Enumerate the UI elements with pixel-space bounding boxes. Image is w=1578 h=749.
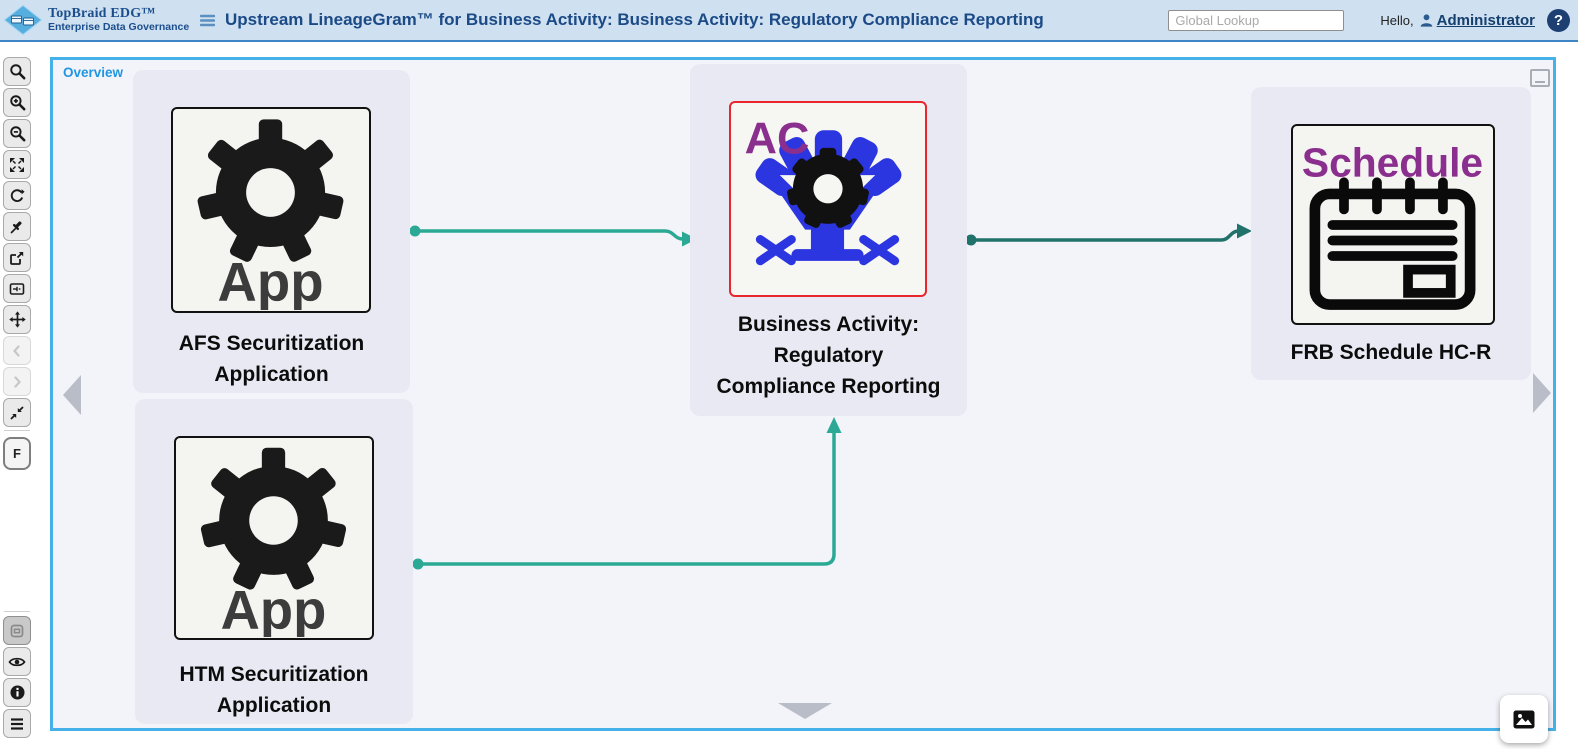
logo-title: TopBraid EDG™ [48,6,156,22]
lineage-canvas[interactable]: Overview [50,57,1556,743]
info-icon [9,685,25,700]
lineage-overview-icon [9,282,25,295]
history-forward-button[interactable] [3,367,31,396]
zoom-in-icon [9,95,25,111]
node-label: FRB Schedule HC-R [1290,341,1492,364]
search-icon [9,64,25,80]
node-business-activity-regulatory-compliance-reporting[interactable]: AC Business Activity: Regulatory Complia… [690,64,967,416]
scroll-down-arrow[interactable] [778,703,832,719]
chevron-left-icon [13,344,20,357]
open-external-button[interactable] [3,243,31,272]
refresh-icon [10,188,25,202]
fit-to-screen-button[interactable] [3,150,31,179]
node-afs-securitization-application[interactable]: App AFS Securitization Application [133,70,410,393]
minimize-overview-button[interactable] [1530,69,1550,87]
pin-button[interactable] [3,212,31,241]
scroll-left-arrow[interactable] [63,375,81,415]
filter-button[interactable]: F [3,437,31,470]
page-title: Upstream LineageGram™ for Business Activ… [225,10,1044,29]
business-activity-icon: AC [729,101,927,297]
greeting-text: Hello, [1380,12,1414,28]
node-frb-schedule-hc-r[interactable]: Schedule FRB Schedule HC-R [1251,87,1531,380]
application-icon: App [174,436,374,640]
visibility-button[interactable] [3,647,31,676]
square-in-square-icon [10,624,24,637]
toolbar-divider [4,611,30,612]
schedule-icon-text: Schedule [1302,139,1483,185]
display-mode-button[interactable] [3,616,31,645]
pin-icon [10,220,22,233]
overview-label: Overview [63,65,124,80]
node-label: HTM Securitization Application [179,663,369,717]
user-link[interactable]: Administrator [1419,12,1535,29]
menu-icon[interactable] [200,14,215,27]
image-icon [1513,710,1535,728]
hamburger-icon [11,717,23,730]
collapse-button[interactable] [3,398,31,427]
schedule-icon: Schedule [1291,124,1495,325]
topbraid-diamond-icon [4,5,42,35]
logo-subtitle: Enterprise Data Governance [48,20,190,33]
node-label: AFS Securitization Application [178,332,365,386]
app-icon-text: App [221,579,327,637]
global-lookup-input[interactable] [1168,9,1345,31]
zoom-out-button[interactable] [3,119,31,148]
toolbar-divider [4,430,30,431]
search-button[interactable] [3,57,31,86]
eye-icon [8,657,26,666]
diagram-toolbar-bottom [3,608,33,740]
help-button[interactable]: ? [1547,8,1570,32]
export-image-button[interactable] [1500,695,1548,743]
username: Administrator [1436,11,1535,29]
options-menu-button[interactable] [3,709,31,738]
user-icon [1420,13,1432,27]
refresh-button[interactable] [3,181,31,210]
topbraid-logo[interactable]: TopBraid EDG™ Enterprise Data Governance [0,5,192,35]
node-htm-securitization-application[interactable]: App HTM Securitization Application [135,399,413,724]
move-icon [8,311,26,328]
external-link-icon [10,251,24,265]
ac-icon-text: AC [745,114,810,164]
diagram-toolbar: F [3,57,33,472]
app-header: TopBraid EDG™ Enterprise Data Governance… [0,0,1578,42]
node-label: Business Activity: Regulatory Compliance… [716,313,941,398]
zoom-out-icon [9,126,25,142]
zoom-in-button[interactable] [3,88,31,117]
app-icon-text: App [217,252,323,310]
pan-button[interactable] [3,305,31,334]
scroll-right-arrow[interactable] [1533,373,1551,413]
overview-panel-button[interactable] [3,274,31,303]
expand-icon [10,157,24,172]
chevron-right-icon [14,375,21,388]
history-back-button[interactable] [3,336,31,365]
info-button[interactable] [3,678,31,707]
compress-icon [10,405,24,420]
application-icon: App [171,107,371,313]
